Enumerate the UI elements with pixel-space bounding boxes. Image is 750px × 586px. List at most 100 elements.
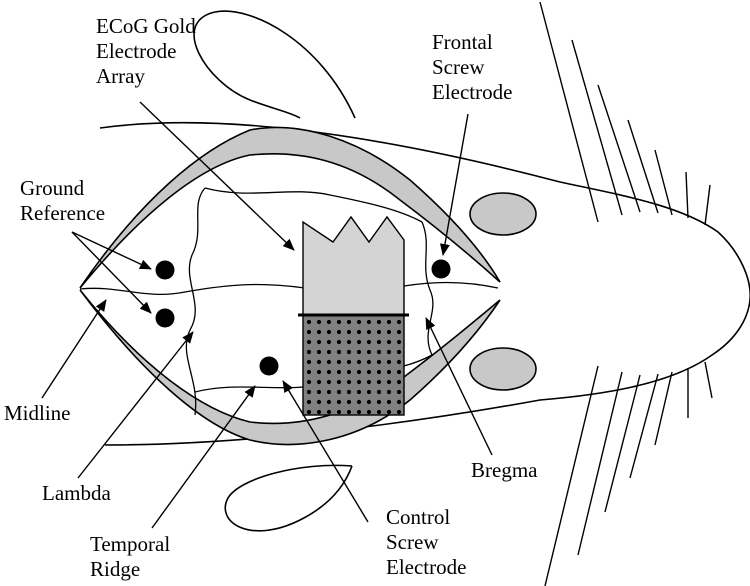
electrode-contact — [326, 379, 332, 385]
electrode-contact — [306, 329, 312, 335]
upper-skull-band — [79, 126, 501, 289]
lower-eye — [469, 347, 537, 391]
lambda-suture — [185, 187, 206, 416]
electrode-contact — [386, 409, 392, 415]
electrode-contact — [376, 369, 382, 375]
electrode-contact — [356, 319, 362, 325]
electrode-contact — [326, 319, 332, 325]
electrode-contact — [366, 409, 372, 415]
electrode-contact — [366, 399, 372, 405]
electrode-contact — [386, 339, 392, 345]
electrode-contact — [366, 349, 372, 355]
electrode-contact — [346, 379, 352, 385]
electrode-contact — [306, 359, 312, 365]
electrode-contact — [316, 349, 322, 355]
label-ground-reference: Ground Reference — [20, 176, 106, 225]
electrode-contact — [366, 339, 372, 345]
electrode-contact — [346, 329, 352, 335]
electrode-contact — [316, 389, 322, 395]
arrow-frontal — [439, 113, 469, 256]
electrode-contact — [386, 349, 392, 355]
upper-coronal-suture — [204, 187, 423, 223]
electrode-contact — [306, 379, 312, 385]
electrode-contact — [386, 319, 392, 325]
electrode-contact — [336, 329, 342, 335]
electrode-contact — [386, 369, 392, 375]
electrode-contact — [346, 389, 352, 395]
electrode-contact — [396, 359, 402, 365]
electrode-contact — [376, 339, 382, 345]
electrode-contact — [376, 389, 382, 395]
electrode-contact — [326, 349, 332, 355]
lower-ear — [224, 464, 353, 532]
ground-electrode-2 — [155, 308, 175, 328]
electrode-contact — [376, 329, 382, 335]
arrow-ground-1 — [71, 231, 152, 270]
electrode-contact — [396, 409, 402, 415]
upper-ear — [193, 10, 356, 119]
label-lambda: Lambda — [42, 481, 111, 505]
upper-eye — [469, 192, 537, 236]
electrode-contact — [336, 369, 342, 375]
electrode-contact — [326, 359, 332, 365]
ground-electrode-1 — [155, 260, 175, 280]
electrode-contact — [356, 379, 362, 385]
electrode-contact — [336, 389, 342, 395]
electrode-contact — [356, 349, 362, 355]
electrode-contact — [376, 319, 382, 325]
electrode-contact — [326, 339, 332, 345]
ecog-array-connector — [302, 215, 405, 316]
electrode-contact — [336, 319, 342, 325]
lower-skull-band — [79, 289, 501, 446]
electrode-contact — [366, 369, 372, 375]
electrode-contact — [376, 359, 382, 365]
electrode-contact — [376, 399, 382, 405]
arrow-temporal — [151, 385, 256, 529]
control-screw-electrode — [259, 356, 279, 376]
frontal-screw-electrode — [431, 259, 451, 279]
electrode-contact — [356, 339, 362, 345]
electrode-contact — [366, 319, 372, 325]
electrode-contact — [306, 339, 312, 345]
arrow-midline — [41, 299, 107, 399]
electrode-contact — [316, 369, 322, 375]
electrode-contact — [396, 389, 402, 395]
midline-suture — [79, 281, 499, 295]
electrode-contact — [326, 399, 332, 405]
electrode-contact — [316, 409, 322, 415]
electrode-contact — [306, 409, 312, 415]
electrode-contact — [366, 389, 372, 395]
electrode-contact — [326, 389, 332, 395]
whiskers-top — [539, 1, 711, 226]
head-outline — [99, 121, 750, 446]
electrode-contact — [306, 349, 312, 355]
electrode-contact — [336, 379, 342, 385]
electrode-contact — [346, 409, 352, 415]
electrode-contact — [396, 339, 402, 345]
electrode-contact — [386, 389, 392, 395]
electrode-contact — [346, 359, 352, 365]
arrow-ground-2 — [71, 231, 152, 314]
label-temporal-ridge: Temporal Ridge — [90, 532, 171, 581]
electrode-contact — [356, 399, 362, 405]
electrode-contact — [326, 369, 332, 375]
electrode-contact — [386, 329, 392, 335]
arrow-lambda — [77, 331, 194, 479]
whiskers-bottom — [544, 361, 713, 586]
electrode-contact — [346, 399, 352, 405]
electrode-contact — [366, 379, 372, 385]
electrode-contact — [326, 409, 332, 415]
electrode-contact — [316, 319, 322, 325]
electrode-contact — [336, 349, 342, 355]
electrode-contact — [396, 399, 402, 405]
electrode-contact — [316, 359, 322, 365]
electrode-contact — [316, 329, 322, 335]
label-control-screw-electrode: Control Screw Electrode — [386, 505, 467, 579]
electrode-contact — [386, 399, 392, 405]
electrode-contact — [386, 359, 392, 365]
electrode-contact — [356, 359, 362, 365]
electrode-contact — [356, 389, 362, 395]
electrode-contact — [396, 329, 402, 335]
label-midline: Midline — [4, 401, 71, 425]
